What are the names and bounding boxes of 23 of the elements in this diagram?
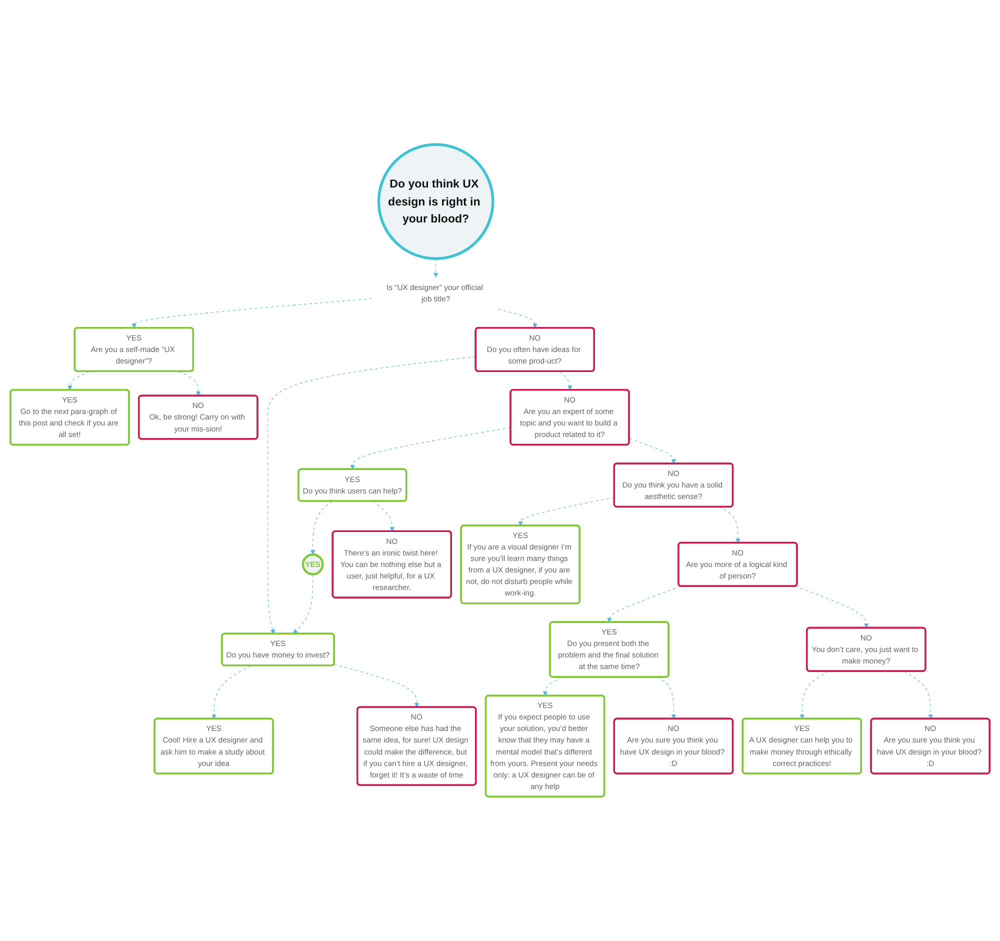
arrow bbox=[132, 298, 372, 328]
arrow bbox=[718, 506, 740, 544]
arrow bbox=[212, 665, 251, 720]
arrow bbox=[310, 500, 333, 555]
arrow bbox=[904, 671, 933, 720]
arrow bbox=[800, 671, 829, 720]
arrow bbox=[178, 371, 201, 396]
arrow bbox=[67, 371, 90, 390]
arrow bbox=[498, 308, 538, 328]
arrow bbox=[606, 586, 681, 622]
arrow bbox=[518, 497, 615, 526]
arrow bbox=[542, 676, 562, 696]
arrow bbox=[559, 371, 572, 390]
start-circle: Do you think UX design is right in your blood? bbox=[377, 143, 494, 260]
arrow bbox=[433, 258, 438, 278]
arrow bbox=[657, 676, 676, 720]
arrow bbox=[350, 427, 511, 470]
arrow bbox=[795, 586, 869, 628]
arrow bbox=[293, 574, 314, 634]
arrow bbox=[334, 664, 420, 708]
arrow bbox=[629, 438, 676, 464]
arrow bbox=[372, 500, 394, 532]
arrow bbox=[268, 356, 476, 634]
